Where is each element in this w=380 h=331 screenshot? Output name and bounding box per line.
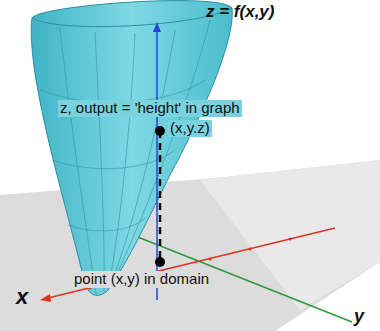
x-axis	[48, 228, 335, 298]
domain-plane-light	[200, 160, 380, 310]
axis-label: x	[14, 285, 30, 309]
surface-rim	[32, 8, 232, 27]
point-label: (x,y.z)	[168, 120, 212, 137]
z-arrow	[153, 22, 161, 32]
surface	[31, 1, 232, 296]
domain-point	[155, 257, 165, 267]
function-label: z = f(x,y)	[204, 3, 277, 22]
axis-label: y	[352, 307, 366, 327]
graph-point	[155, 126, 165, 136]
domain-plane	[0, 160, 380, 331]
domain-note: point (x,y) in domain	[72, 271, 211, 288]
surface-grid	[40, 20, 210, 294]
output-note: z, output = 'height' in graph	[58, 100, 242, 117]
x-arrow	[40, 294, 51, 302]
height-line	[159, 131, 162, 262]
